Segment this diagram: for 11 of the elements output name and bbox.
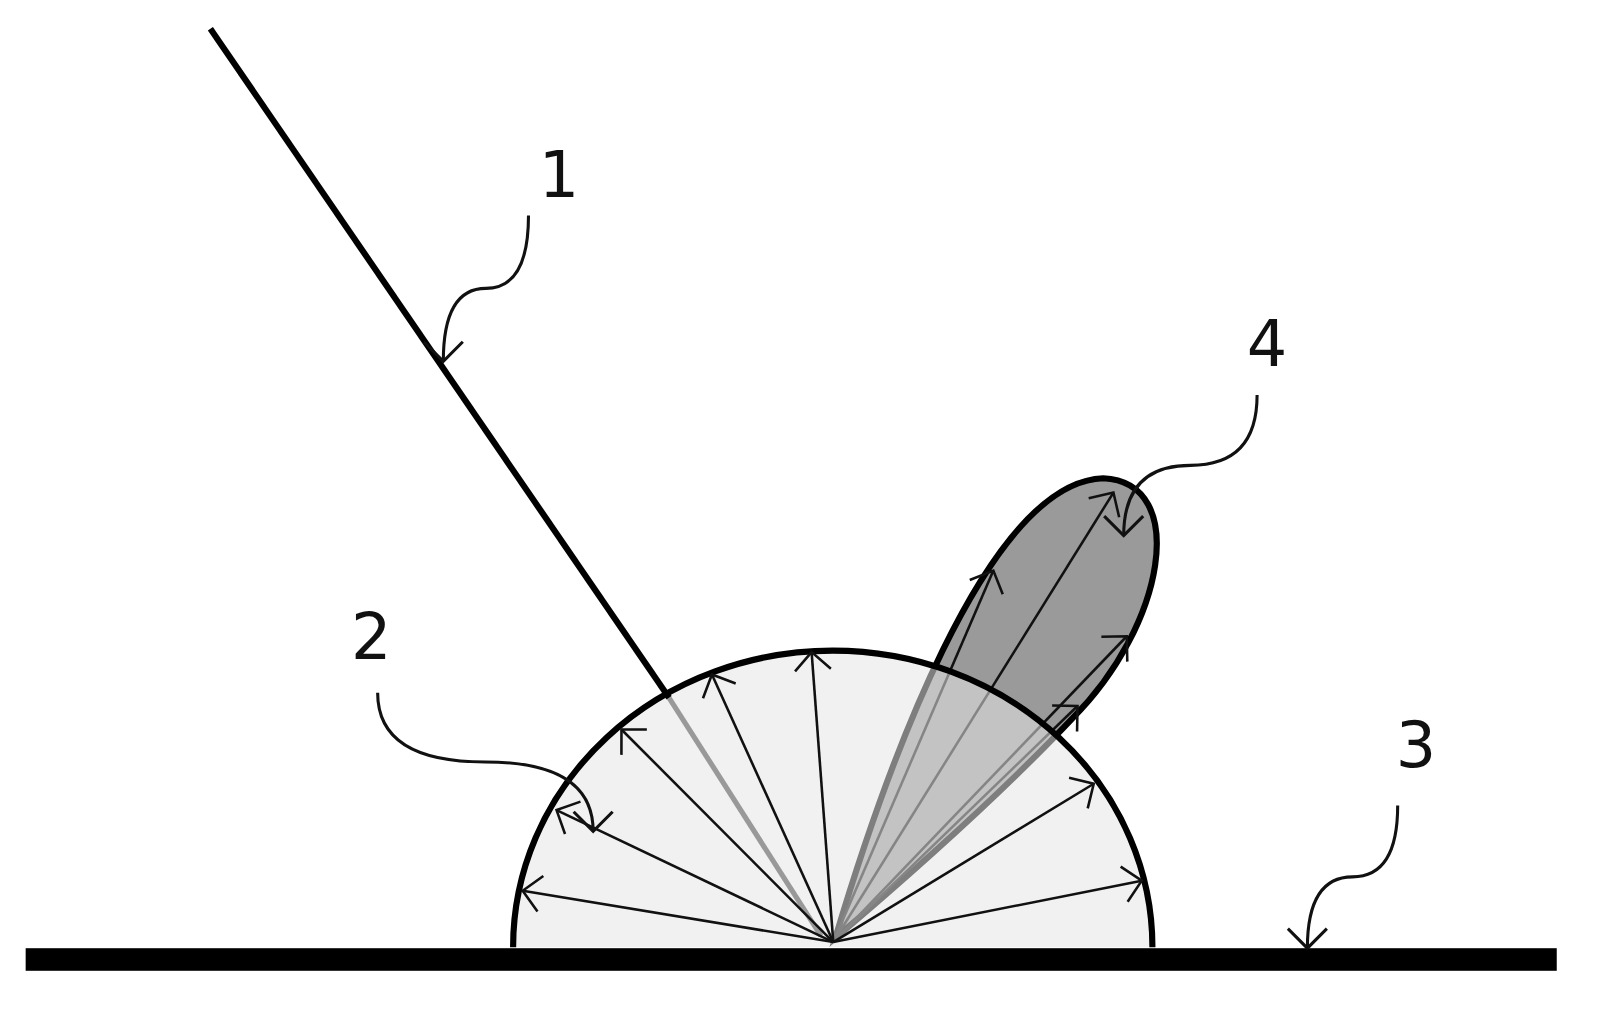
callout-number: 2 [350,605,392,670]
hemisphere-drawing [510,648,1156,948]
incident-ray [207,27,672,700]
callout-number: 1 [538,143,580,208]
leader-line [1103,395,1259,538]
leader-line [1286,805,1400,950]
callout-number: 4 [1246,313,1288,377]
leader-line [376,692,613,833]
leader-line [422,215,531,363]
callout-number: 3 [1395,713,1437,777]
surface-bar [25,948,1557,971]
